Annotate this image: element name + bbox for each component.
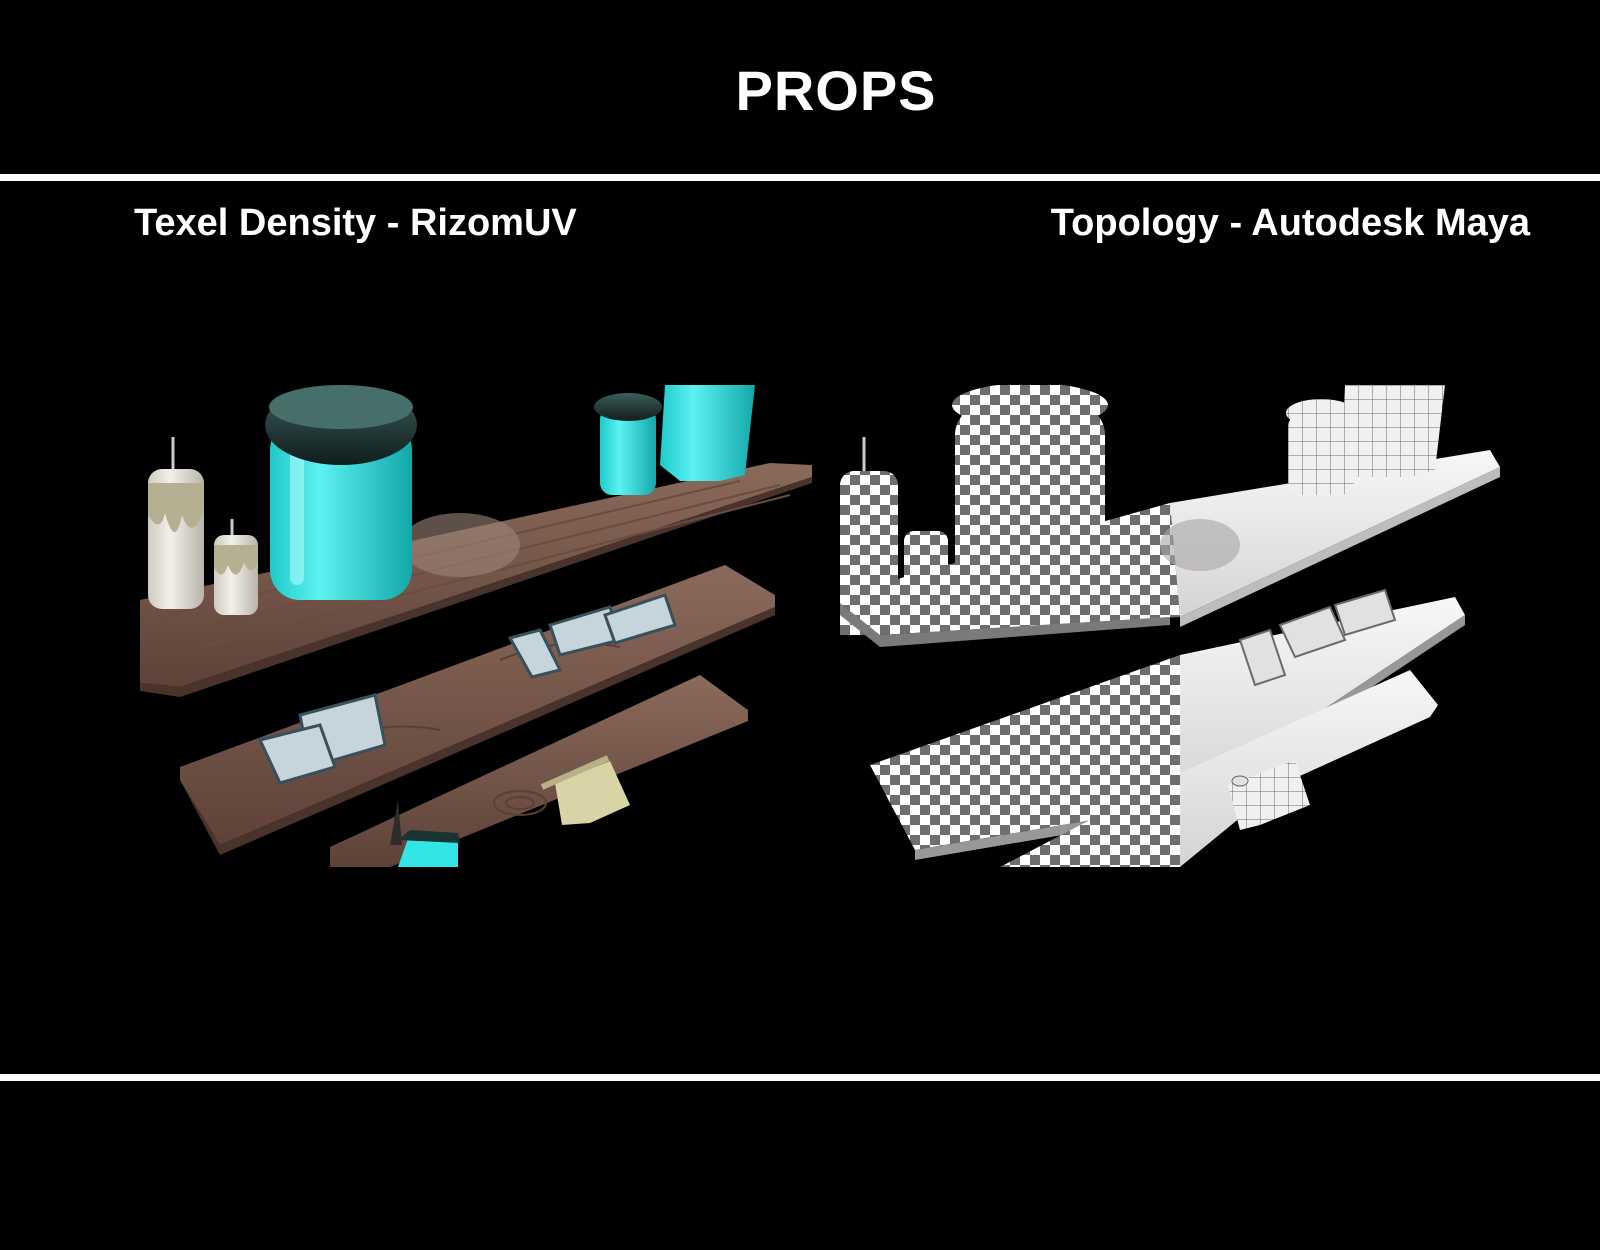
checker-big-jar bbox=[952, 385, 1108, 605]
top-shelf-clay bbox=[1160, 450, 1500, 627]
right-panel-label: Topology - Autodesk Maya bbox=[1050, 202, 1530, 244]
big-jar bbox=[265, 385, 417, 600]
page-title: PROPS bbox=[735, 59, 937, 122]
bottom-shelf-split bbox=[1000, 670, 1438, 867]
checker-candles bbox=[840, 437, 948, 611]
left-panel-label: Texel Density - RizomUV bbox=[134, 202, 577, 244]
texel-density-render bbox=[140, 385, 830, 867]
topology-render bbox=[840, 385, 1540, 867]
wire-jars bbox=[1286, 385, 1445, 495]
top-divider bbox=[0, 174, 1600, 181]
scroll-wireframe bbox=[1228, 760, 1310, 830]
candles bbox=[148, 437, 258, 615]
top-shelf bbox=[140, 463, 812, 697]
bottom-shelf bbox=[330, 675, 748, 867]
small-jars bbox=[594, 385, 755, 495]
bottom-divider bbox=[0, 1074, 1600, 1081]
middle-shelf bbox=[180, 565, 775, 855]
